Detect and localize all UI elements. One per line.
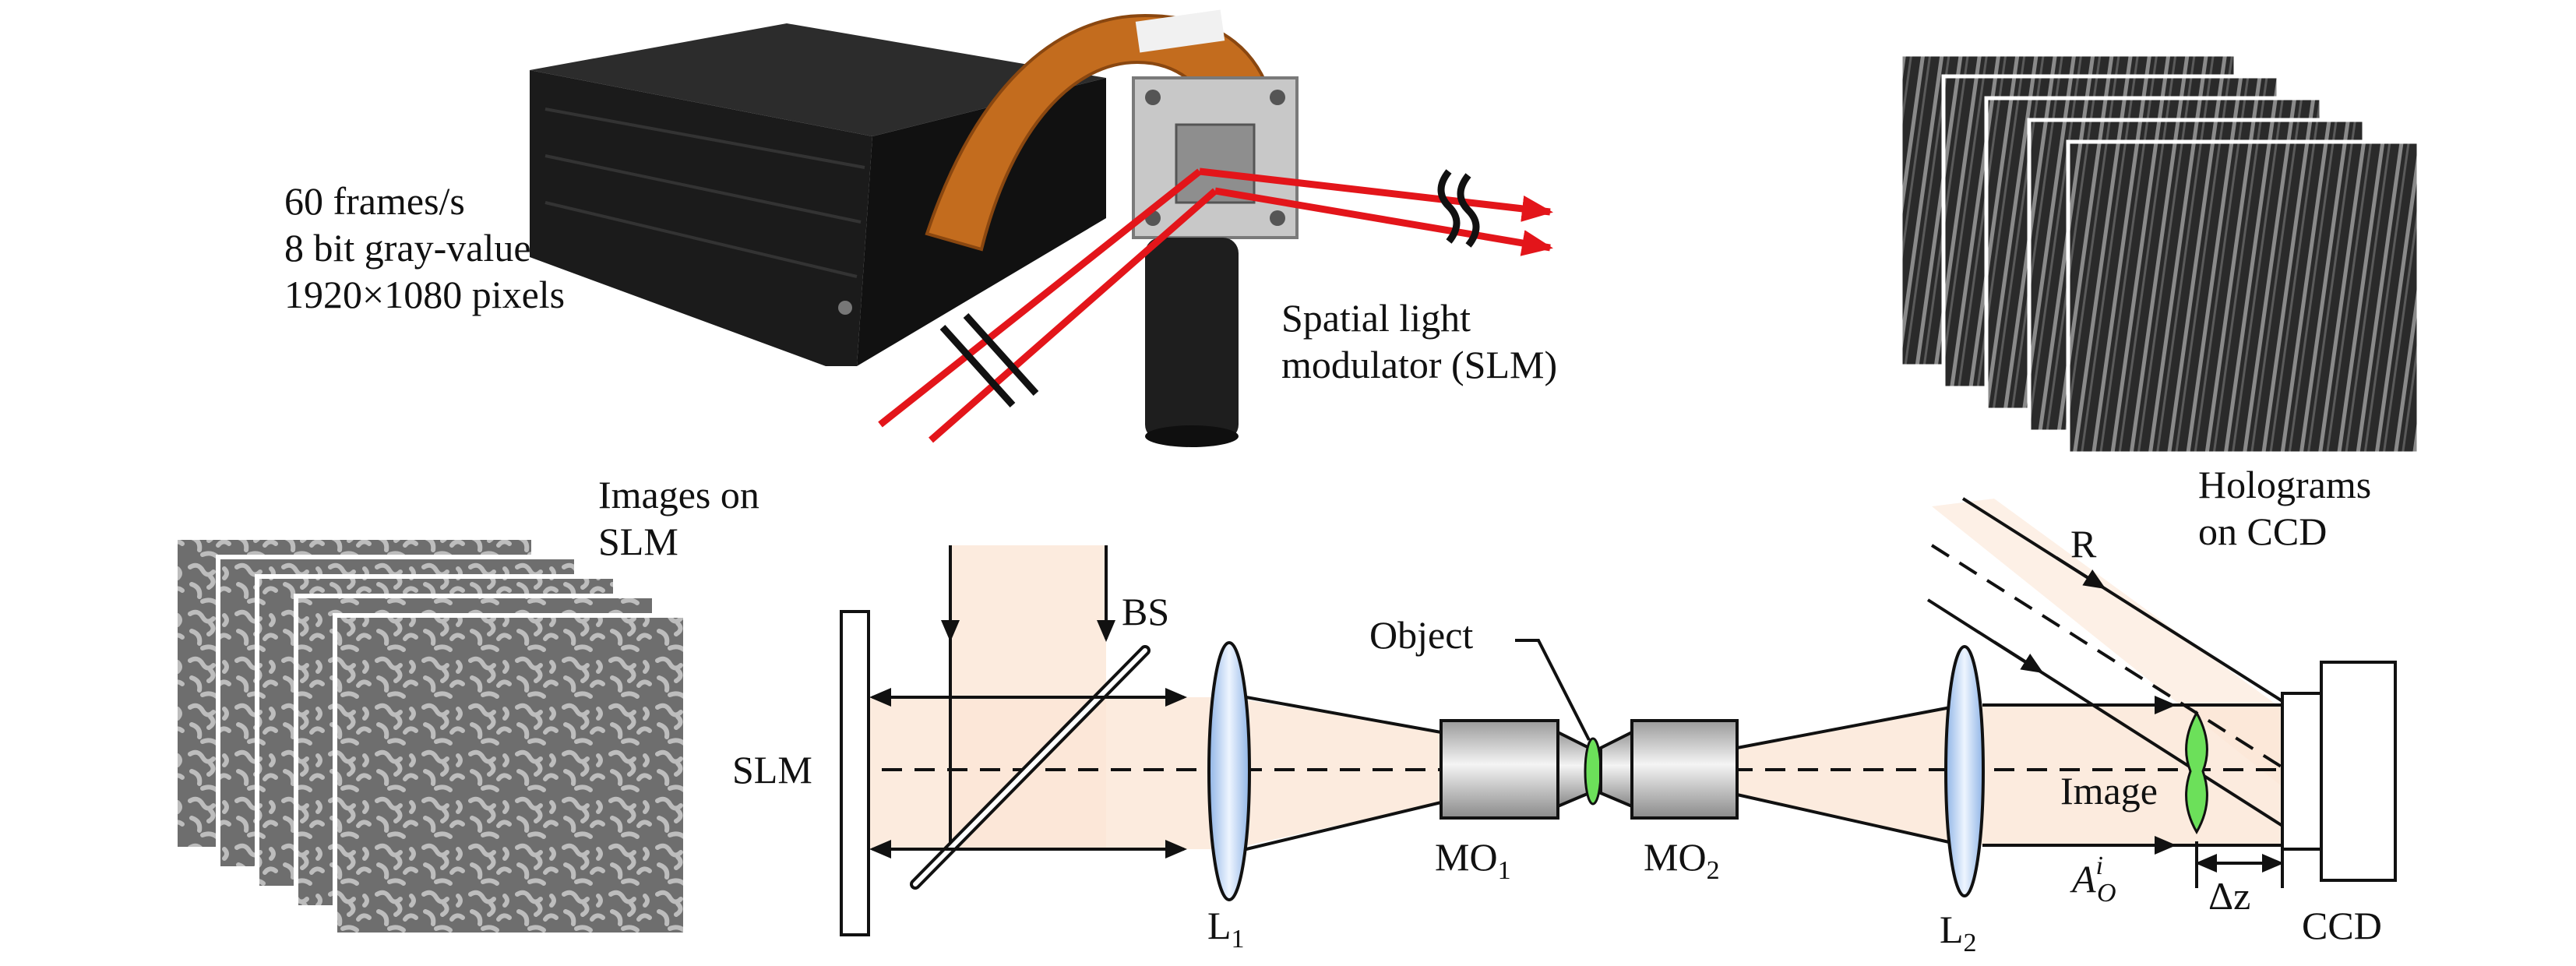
optical-setup — [840, 497, 2397, 936]
hologram-frame — [2066, 139, 2421, 456]
reference-beam-label: R — [2070, 522, 2097, 566]
converging-ray-bottom — [1246, 801, 1442, 851]
specs-label: 60 frames/s 8 bit gray-value 1920×1080 p… — [284, 178, 565, 318]
reference-ray-lower — [1926, 598, 2284, 827]
slm-label: SLM — [732, 748, 812, 791]
object-wave-label: AiO — [2072, 851, 2116, 908]
image-label: Image — [2060, 769, 2158, 813]
ccd-label: CCD — [2302, 904, 2382, 947]
diverging-beam-fill — [1737, 705, 1963, 845]
lens-l2-label: L2 — [1940, 908, 1977, 957]
specs-bit-depth: 8 bit gray-value — [284, 226, 531, 270]
ccd-camera — [2281, 661, 2397, 882]
converging-beam-fill — [1231, 697, 1441, 849]
image-plane-object — [2185, 710, 2208, 834]
slm-hardware-photo — [530, 9, 1553, 447]
slm-image-frame — [333, 613, 688, 937]
mo1-label: MO1 — [1435, 835, 1511, 885]
beam-splitter-label: BS — [1122, 590, 1170, 633]
specs-frame-rate: 60 frames/s — [284, 179, 465, 223]
lens-l2 — [1944, 645, 1985, 897]
microscope-objective-2 — [1599, 719, 1739, 820]
mo2-label: MO2 — [1644, 835, 1720, 885]
object-pointer — [1515, 639, 1591, 741]
diverging-ray-top — [1736, 703, 1964, 749]
reference-arrow-bottom — [1993, 640, 2044, 674]
delta-z-label: Δz — [2208, 874, 2251, 918]
hologram-stack — [1898, 52, 2421, 456]
converging-ray-top — [1246, 696, 1442, 734]
laser-beams — [878, 167, 1553, 443]
reference-arrow-top — [2055, 556, 2106, 590]
specs-resolution: 1920×1080 pixels — [284, 273, 566, 316]
reference-ray-center — [1930, 544, 2284, 769]
microscope-objective-1 — [1440, 719, 1591, 820]
slm-beam-fill — [857, 697, 1223, 849]
holograms-on-ccd-label: Holograms on CCD — [2198, 463, 2372, 553]
beam-break-left — [939, 312, 1039, 408]
cable-label — [1135, 9, 1225, 53]
images-on-slm-label: Images on SLM — [598, 473, 759, 563]
slm-photo-label: Spatial light modulator (SLM) — [1281, 296, 1558, 386]
beam-splitter-inner — [913, 648, 1147, 887]
slm-plate — [840, 610, 870, 936]
slm-image-stack — [173, 535, 688, 937]
diverging-ray-bottom — [1736, 793, 1964, 847]
lens-l1 — [1207, 641, 1251, 901]
object-label: Object — [1369, 613, 1474, 657]
reference-ray-upper — [1961, 497, 2284, 703]
object-specimen — [1584, 737, 1602, 806]
beam-break-right — [1437, 169, 1480, 248]
lens-l1-label: L1 — [1207, 904, 1245, 954]
slm-head — [1132, 76, 1299, 447]
